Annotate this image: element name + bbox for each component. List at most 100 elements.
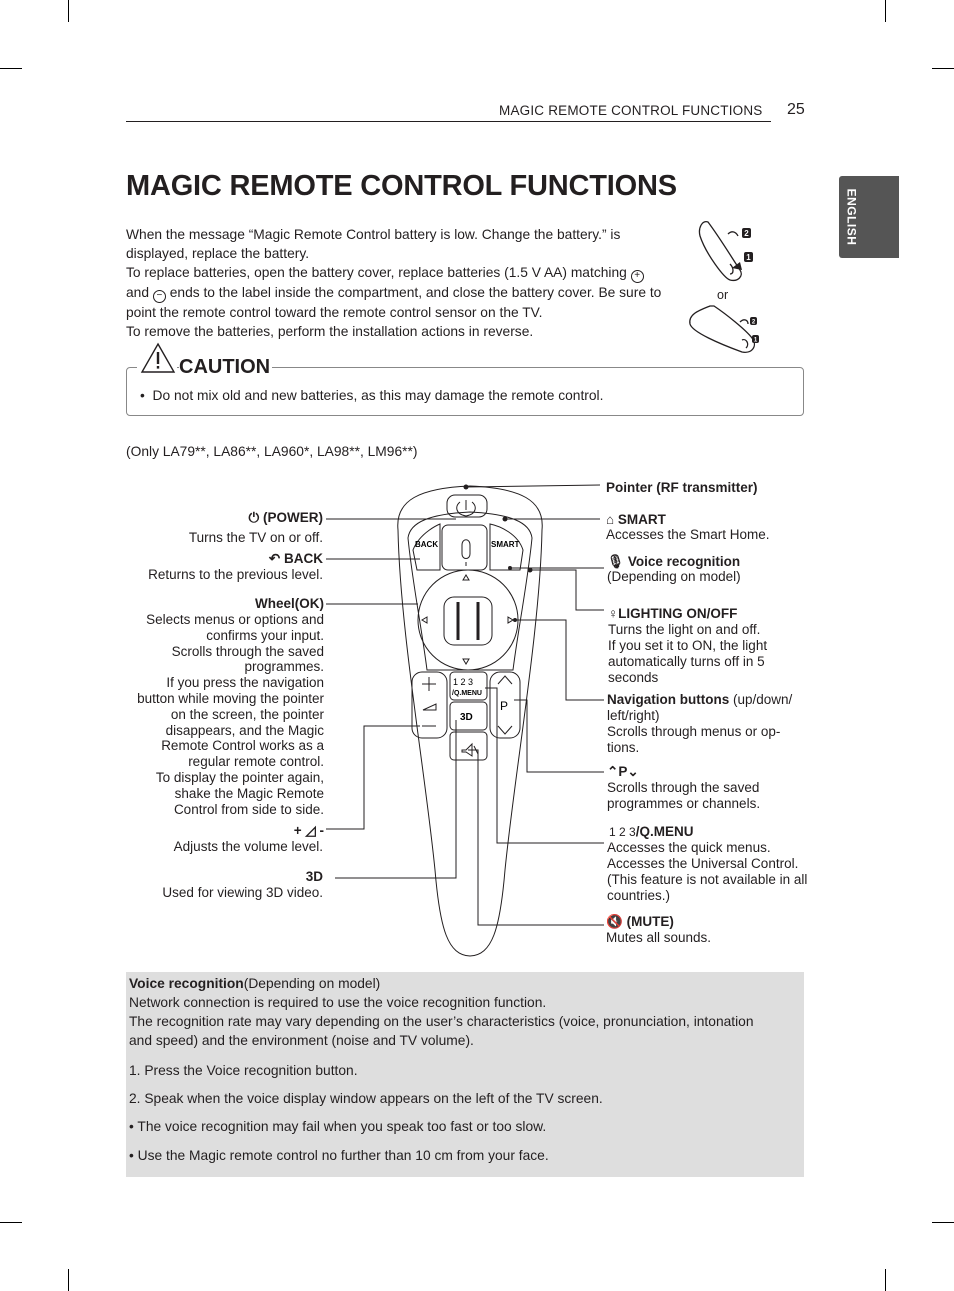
nav-callout (515, 619, 604, 701)
svg-text:BACK: BACK (415, 540, 438, 549)
crop-mark (0, 68, 22, 69)
caution-bullet: • (140, 388, 145, 403)
step-badge-2 (742, 228, 751, 238)
svg-text:1: 1 (754, 338, 758, 344)
minus-symbol-icon: − (152, 290, 166, 303)
remote-outline (397, 485, 543, 957)
smart-button (489, 523, 524, 571)
light-bulb-icon: ♀ (608, 606, 619, 621)
voice-note-line: and speed) and the environment (noise an… (129, 1033, 474, 1048)
battery-illustration: 2 1 2 1 (689, 221, 759, 353)
voice-note-box: Voice recognition(Depending on model) Ne… (126, 972, 804, 1177)
step-badge-1b (752, 335, 759, 343)
voice-label: 🎙 Voice recognition (607, 554, 741, 569)
3d-button (449, 701, 488, 731)
3d-desc: Used for viewing 3D video. (162, 885, 323, 900)
microphone-icon: 🎙 (607, 554, 625, 569)
power-button (446, 494, 488, 518)
crop-mark (0, 1222, 22, 1223)
power-desc: Turns the TV on or off. (188, 530, 323, 545)
back-label: ↶ BACK (268, 551, 323, 566)
p-label: ⌃P⌄ (607, 764, 639, 779)
volume-rocker (411, 671, 448, 739)
voice-note-title: Voice recognition(Depending on model) (129, 976, 381, 991)
language-tab-label-wrap: ENGLISH (839, 176, 863, 258)
program-rocker (489, 671, 521, 739)
voice-note-line: Network connection is required to use th… (129, 995, 547, 1010)
voice-desc: (Depending on model) (607, 569, 741, 584)
volume-label: + ◿ - (293, 823, 324, 838)
p-desc: Scrolls through the saved programmes or … (607, 780, 761, 811)
caution-title: CAUTION (179, 356, 273, 379)
light-label: ♀LIGHTING ON/OFF (608, 606, 738, 621)
3d-callout (335, 720, 457, 879)
chevron-up-icon: ⌃ (607, 764, 619, 779)
crop-mark (932, 1222, 954, 1223)
pointer-callout (465, 484, 601, 488)
svg-text:1: 1 (746, 253, 751, 262)
model-list: (Only LA79**, LA86**, LA960*, LA98**, LM… (126, 444, 418, 459)
pointer-label: Pointer (RF transmitter) (606, 480, 758, 495)
page-number: 25 (787, 101, 805, 118)
svg-text:SMART: SMART (491, 540, 520, 549)
svg-text:2: 2 (752, 320, 756, 326)
svg-text:1 2 3: 1 2 3 (453, 677, 473, 687)
plus-symbol-icon: + (630, 270, 644, 283)
power-label: ⏻ (POWER) (248, 510, 323, 525)
voice-note-bullet: • The voice recognition may fail when yo… (129, 1119, 547, 1134)
qmenu-button (449, 671, 488, 701)
or-label: or (717, 288, 729, 302)
caution-text: Do not mix old and new batteries, as thi… (152, 388, 604, 403)
remote-body-drawing (689, 305, 756, 353)
navigation-ring (417, 569, 519, 671)
crop-mark (885, 1269, 886, 1291)
mute-desc: Mutes all sounds. (606, 930, 712, 945)
qmenu-label: 1 2 3/Q.MENU (609, 824, 694, 839)
voice-note-step: 2. Speak when the voice display window a… (129, 1091, 603, 1106)
caution-box (126, 367, 804, 416)
3d-label: 3D (305, 869, 323, 884)
step-badge-1 (744, 252, 753, 262)
qmenu-callout (485, 687, 604, 844)
smart-label: ⌂ SMART (606, 512, 666, 527)
svg-text:/Q.MENU: /Q.MENU (452, 690, 482, 697)
back-desc: Returns to the previous level. (148, 567, 323, 582)
volume-callout (326, 725, 420, 830)
light-callout (530, 569, 604, 611)
back-button (412, 523, 441, 571)
step-badge-2b (750, 317, 757, 325)
mute-button (449, 731, 488, 761)
mute-label: 🔇 (MUTE) (606, 914, 674, 929)
voice-note-line: The recognition rate may vary depending … (129, 1014, 754, 1029)
svg-text:3D: 3D (460, 712, 473, 723)
caution-item: • Do not mix old and new batteries, as t… (140, 388, 603, 403)
power-icon: ⏻ (248, 510, 260, 525)
running-header: MAGIC REMOTE CONTROL FUNCTIONS (499, 103, 763, 118)
header-rule (126, 121, 771, 122)
svg-text:P: P (500, 699, 508, 713)
qmenu-desc: Accesses the quick menus. Accesses the U… (607, 840, 808, 903)
intro-paragraph-2: To replace batteries, open the battery c… (126, 265, 662, 320)
svg-text:2: 2 (744, 229, 749, 238)
language-tab (839, 176, 899, 258)
remote-diagram: BACK SMART 1 2 3 /Q.MENU 3D P (326, 484, 604, 957)
intro-paragraph-3: To remove the batteries, perform the ins… (126, 324, 534, 339)
voice-button (441, 524, 488, 571)
smart-desc: Accesses the Smart Home. (606, 527, 770, 542)
back-arrow-icon: ↶ (268, 551, 281, 566)
light-desc: Turns the light on and off. If you set i… (608, 622, 768, 685)
home-icon: ⌂ (606, 512, 615, 527)
remote-end-drawing (698, 221, 742, 282)
p-callout (514, 699, 604, 773)
chevron-down-icon: ⌄ (627, 764, 639, 779)
intro-text: When the message “Magic Remote Control b… (126, 225, 666, 341)
crop-mark (68, 0, 69, 22)
intro-paragraph-1: When the message “Magic Remote Control b… (126, 227, 621, 261)
nav-label: Navigation buttons (up/down/ (607, 692, 793, 707)
crop-mark (885, 0, 886, 22)
crop-mark (932, 68, 954, 69)
voice-note-bullet: • Use the Magic remote control no furthe… (129, 1148, 549, 1163)
wheel-label: Wheel(OK) (255, 596, 324, 611)
mute-speaker-icon: 🔇 (606, 914, 623, 929)
crop-mark (68, 1269, 69, 1291)
